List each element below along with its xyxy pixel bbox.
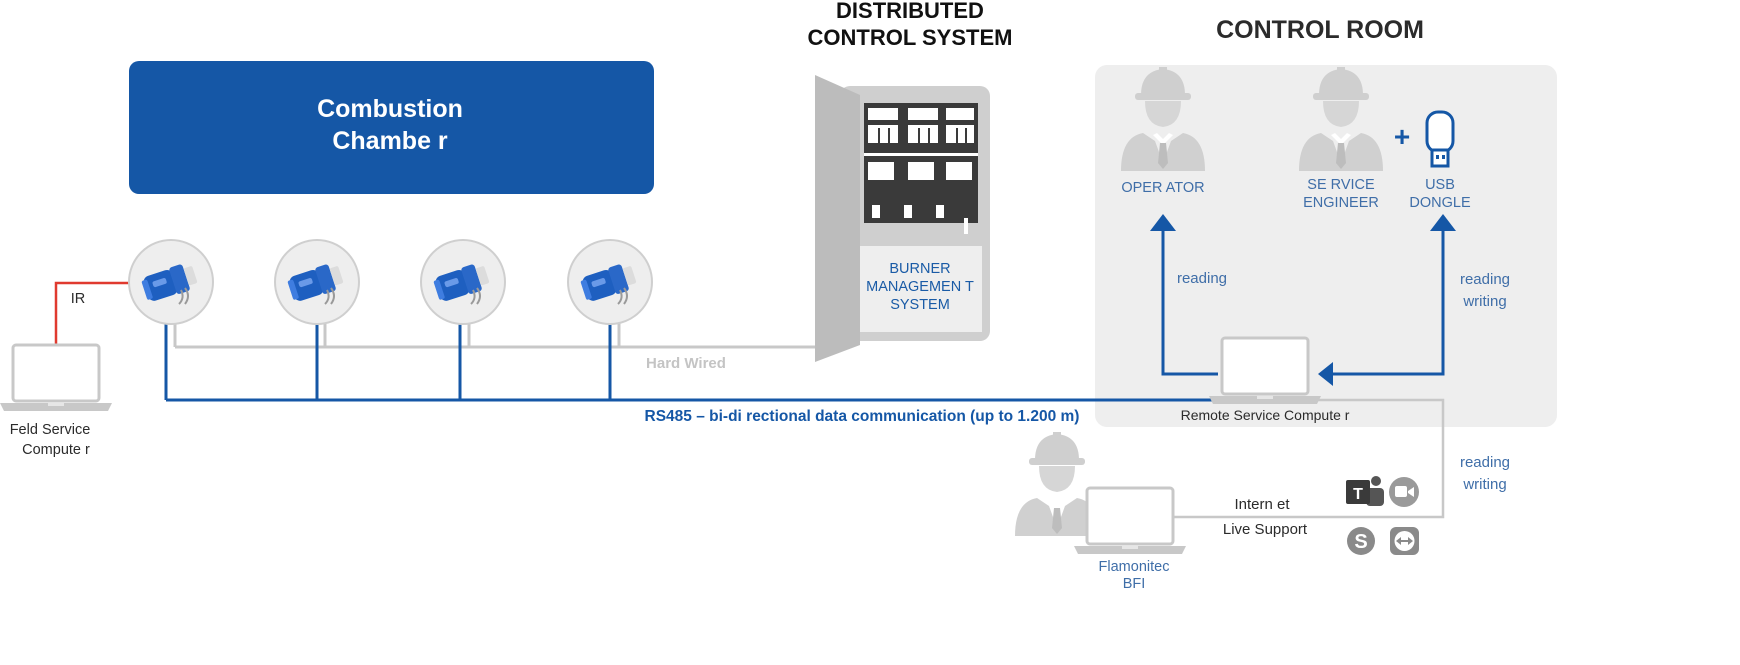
internet-reading-label: reading xyxy=(1460,454,1510,471)
hard-wired-label: Hard Wired xyxy=(646,355,726,372)
reading-label-left: reading xyxy=(1177,270,1227,287)
zoom-icon xyxy=(1389,477,1419,507)
internet-label: Intern et xyxy=(1234,496,1290,513)
bms-line2: MANAGEMEN T xyxy=(866,279,974,295)
combustion-chamber-line1: Combustion xyxy=(317,95,463,123)
bms-line1: BURNER xyxy=(889,261,950,277)
reading-writing-arrow-right xyxy=(1318,214,1456,386)
ir-label: IR xyxy=(71,291,86,307)
flame-scanner-icon xyxy=(128,239,214,325)
rs485-bus xyxy=(164,320,1230,402)
hard-wired-lines xyxy=(173,320,815,349)
usb-dongle-line2: DONGLE xyxy=(1409,195,1471,211)
combustion-chamber xyxy=(129,61,654,194)
usb-dongle-line1: USB xyxy=(1425,177,1455,193)
remote-computer-label: Remote Service Compute r xyxy=(1181,407,1350,423)
ir-link xyxy=(54,281,130,350)
flamonitec-line2: BFI xyxy=(1123,576,1146,592)
laptop-icon xyxy=(0,343,114,413)
internet-link xyxy=(1170,398,1445,519)
flamonitec-line1: Flamonitec xyxy=(1099,559,1170,575)
service-engineer-line2: ENGINEER xyxy=(1303,195,1379,211)
writing-label-right: writing xyxy=(1462,293,1506,310)
reading-arrow-left xyxy=(1150,214,1218,376)
bms-line3: SYSTEM xyxy=(890,297,950,313)
laptop-icon xyxy=(1072,486,1188,556)
svg-text:T: T xyxy=(1353,486,1363,503)
usb-dongle-icon xyxy=(1425,110,1455,168)
flame-scanner-icon xyxy=(274,239,360,325)
dcs-title-line1: DISTRIBUTED xyxy=(836,0,984,23)
svg-text:S: S xyxy=(1354,531,1367,553)
cabinet-icon xyxy=(815,75,990,362)
service-engineer-line1: SE RVICE xyxy=(1307,177,1375,193)
control-room-title: CONTROL ROOM xyxy=(1216,16,1424,44)
live-support-label: Live Support xyxy=(1223,521,1308,538)
rs485-label: RS485 – bi-di rectional data communicati… xyxy=(645,408,1080,425)
flame-scanner-icon xyxy=(567,239,653,325)
reading-label-right: reading xyxy=(1460,271,1510,288)
operator-label: OPER ATOR xyxy=(1121,180,1204,196)
dcs-title-line2: CONTROL SYSTEM xyxy=(808,25,1013,50)
internet-writing-label: writing xyxy=(1462,476,1506,493)
laptop-icon xyxy=(1207,336,1323,406)
field-computer-line1: Feld Service xyxy=(10,422,91,438)
plus-sign: + xyxy=(1394,121,1410,152)
teams-icon: T xyxy=(1346,476,1384,506)
field-computer-line2: Compute r xyxy=(22,442,90,458)
combustion-chamber-line2: Chambe r xyxy=(332,127,448,155)
flame-scanner-icon xyxy=(420,239,506,325)
teamviewer-icon xyxy=(1390,527,1419,555)
skype-icon: S xyxy=(1347,527,1375,555)
